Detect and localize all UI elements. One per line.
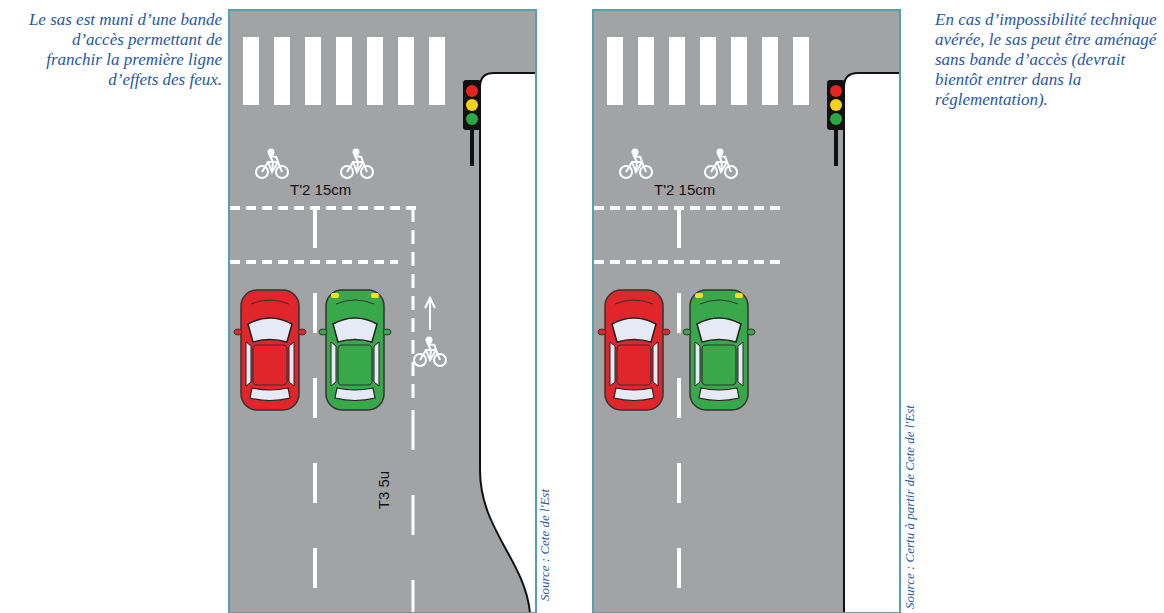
- source-note: Source : Certu à partir de Cete de l'Est: [902, 405, 918, 609]
- marking-label: T3 5u: [375, 471, 392, 509]
- marking-label: T'2 15cm: [654, 181, 715, 198]
- panel-with-access-lane: [229, 10, 536, 613]
- source-note: Source : Cete de l'Est: [537, 489, 553, 601]
- panel-without-access-lane: [593, 10, 900, 613]
- caption-note: Le sas est muni d’une bande d’accès perm…: [20, 10, 222, 90]
- marking-label: T'2 15cm: [290, 181, 351, 198]
- caption-note: En cas d’impossibilité technique avérée,…: [935, 10, 1157, 110]
